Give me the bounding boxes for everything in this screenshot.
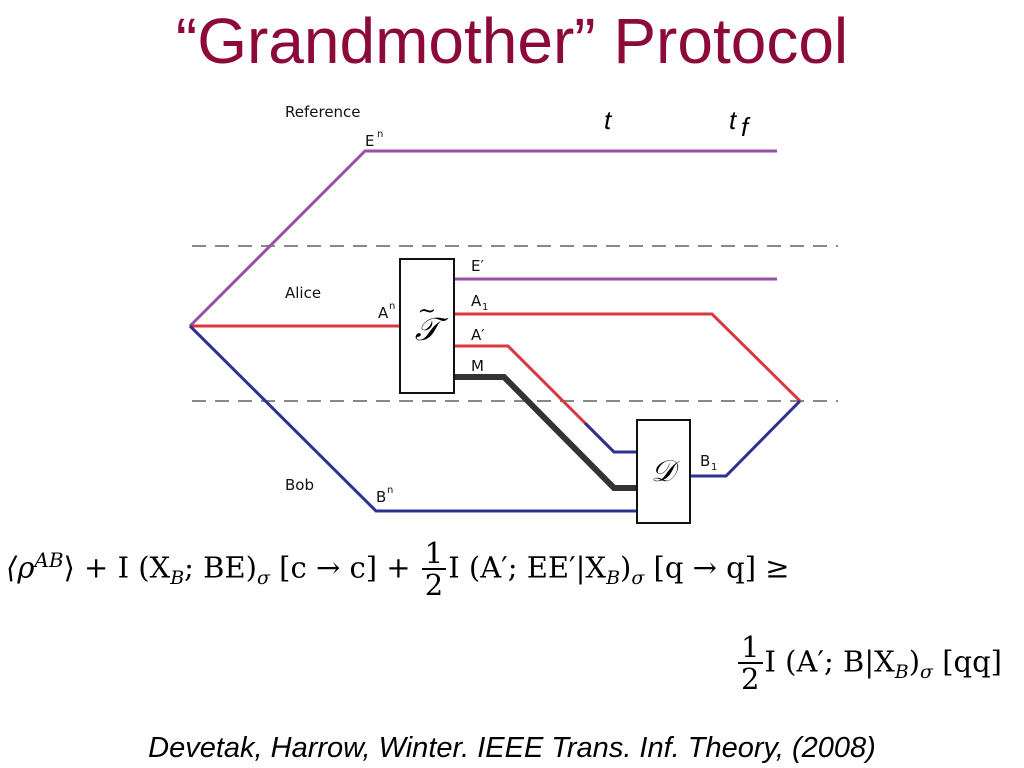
- bob-wire-Aprime-received: [583, 421, 637, 454]
- system-label-B1-sub: 1: [711, 462, 717, 473]
- system-label-Eprime: E′: [471, 257, 484, 275]
- region-label-reference: Reference: [285, 103, 361, 121]
- system-label-Bn-sup: n: [387, 485, 393, 496]
- system-label-En-sup: n: [377, 129, 383, 140]
- slide-title: “Grandmother” Protocol: [175, 5, 849, 77]
- eq-half-2-num: 1: [738, 632, 763, 665]
- eq-part2: ; BE): [184, 550, 257, 585]
- time-label-tf-sub: f: [741, 112, 751, 142]
- message-wire-M: [454, 374, 637, 491]
- reference-wire-En: [188, 149, 777, 328]
- encoder-accent: ~: [418, 299, 436, 324]
- encoder-box: [399, 258, 455, 394]
- eq2-part1: I (A′; B|X: [764, 644, 895, 679]
- system-label-Bn: B: [376, 488, 386, 506]
- system-label-En: E: [365, 132, 374, 150]
- alice-wire-A1: [454, 312, 802, 403]
- time-label-t: t: [604, 105, 613, 135]
- citation: Devetak, Harrow, Winter. IEEE Trans. Inf…: [148, 732, 876, 764]
- eq2-resource: [qq]: [933, 644, 1002, 679]
- bob-wire-B1: [690, 399, 802, 478]
- eq-resource-cc: [c → c] +: [269, 550, 420, 585]
- system-label-An: A: [378, 304, 389, 322]
- eq-lhs-sup: AB: [34, 547, 64, 572]
- system-label-Aprime: A′: [471, 326, 485, 344]
- eq-part3: I (A′; EE′|X: [448, 550, 607, 585]
- eq-xb2-sub: B: [606, 567, 621, 590]
- region-label-alice: Alice: [285, 284, 321, 302]
- region-label-bob: Bob: [285, 476, 314, 494]
- eq-lhs: ⟨ρ: [6, 550, 35, 585]
- eq-half-2-den: 2: [741, 662, 760, 697]
- eq-lhs-close: ⟩ + I (X: [63, 550, 171, 585]
- bob-wire-Bn: [188, 324, 637, 513]
- eq-xb-sub: B: [170, 567, 185, 590]
- eq2-part1-close: ): [908, 644, 921, 679]
- system-label-B1: B: [700, 452, 710, 470]
- eq-half-1-num: 1: [421, 538, 447, 571]
- eq2-xb-sub: B: [894, 661, 909, 684]
- system-label-M: M: [471, 357, 484, 375]
- system-label-An-sup: n: [389, 301, 395, 312]
- eq-resource-qq: [q → q] ≥: [644, 550, 790, 585]
- eq-sigma2: σ: [631, 567, 645, 590]
- eq-half-1-den: 2: [424, 568, 444, 603]
- decoder-box: [636, 419, 691, 524]
- eq-part3-close: ): [620, 550, 632, 585]
- eq-sigma1: σ: [256, 567, 270, 590]
- system-label-A1-sub: 1: [482, 302, 488, 313]
- eq2-sigma: σ: [920, 661, 934, 684]
- time-label-tf: t: [729, 105, 738, 135]
- system-label-A1: A: [471, 292, 482, 310]
